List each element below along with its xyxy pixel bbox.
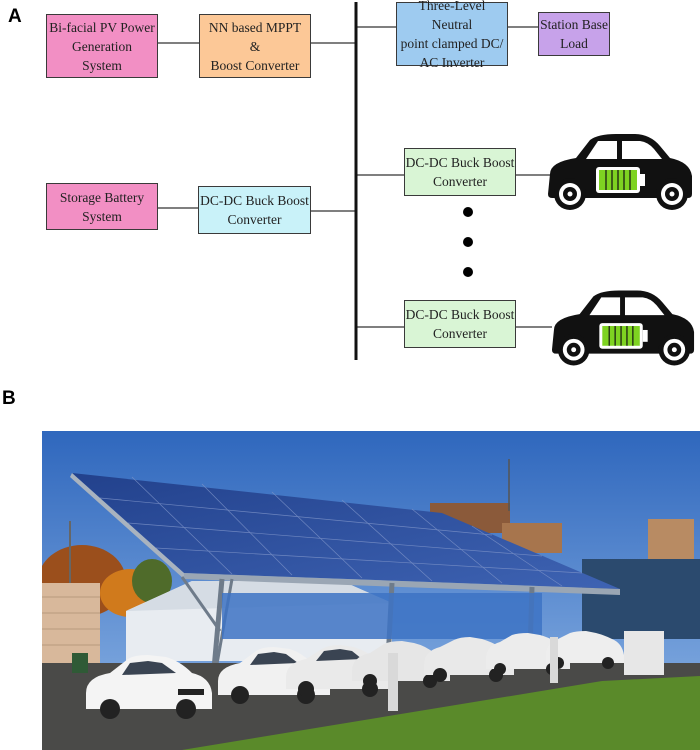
battery-charge-icon <box>599 323 648 349</box>
continuation-dot <box>463 207 473 217</box>
solar-canopy <box>72 473 620 589</box>
parked-cars <box>86 631 624 719</box>
panel-b-label: B <box>2 388 16 409</box>
ev-converter-block-1: DC-DC Buck Boost Converter <box>404 148 516 196</box>
panel-a-label: A <box>8 6 22 27</box>
grass <box>182 676 700 750</box>
mppt-boost-block: NN based MPPT & Boost Converter <box>199 14 311 78</box>
ev-converter-block-2: DC-DC Buck Boost Converter <box>404 300 516 348</box>
npc-inverter-block: Three-Level Neutral point clamped DC/ AC… <box>396 0 508 70</box>
continuation-dot <box>463 237 473 247</box>
wiring-lines <box>157 2 552 360</box>
station-load-block: Station Base Load <box>538 12 610 56</box>
electric-car-icon <box>551 290 695 366</box>
electric-car-icon <box>548 134 692 210</box>
continuation-dot <box>463 267 473 277</box>
pv-generation-block: Bi-facial PV Power Generation System <box>46 14 158 78</box>
solar-carport-photo <box>42 431 700 750</box>
battery-converter-block: DC-DC Buck Boost Converter <box>198 186 311 234</box>
battery-charge-icon <box>596 167 645 193</box>
storage-battery-block: Storage Battery System <box>46 183 158 230</box>
